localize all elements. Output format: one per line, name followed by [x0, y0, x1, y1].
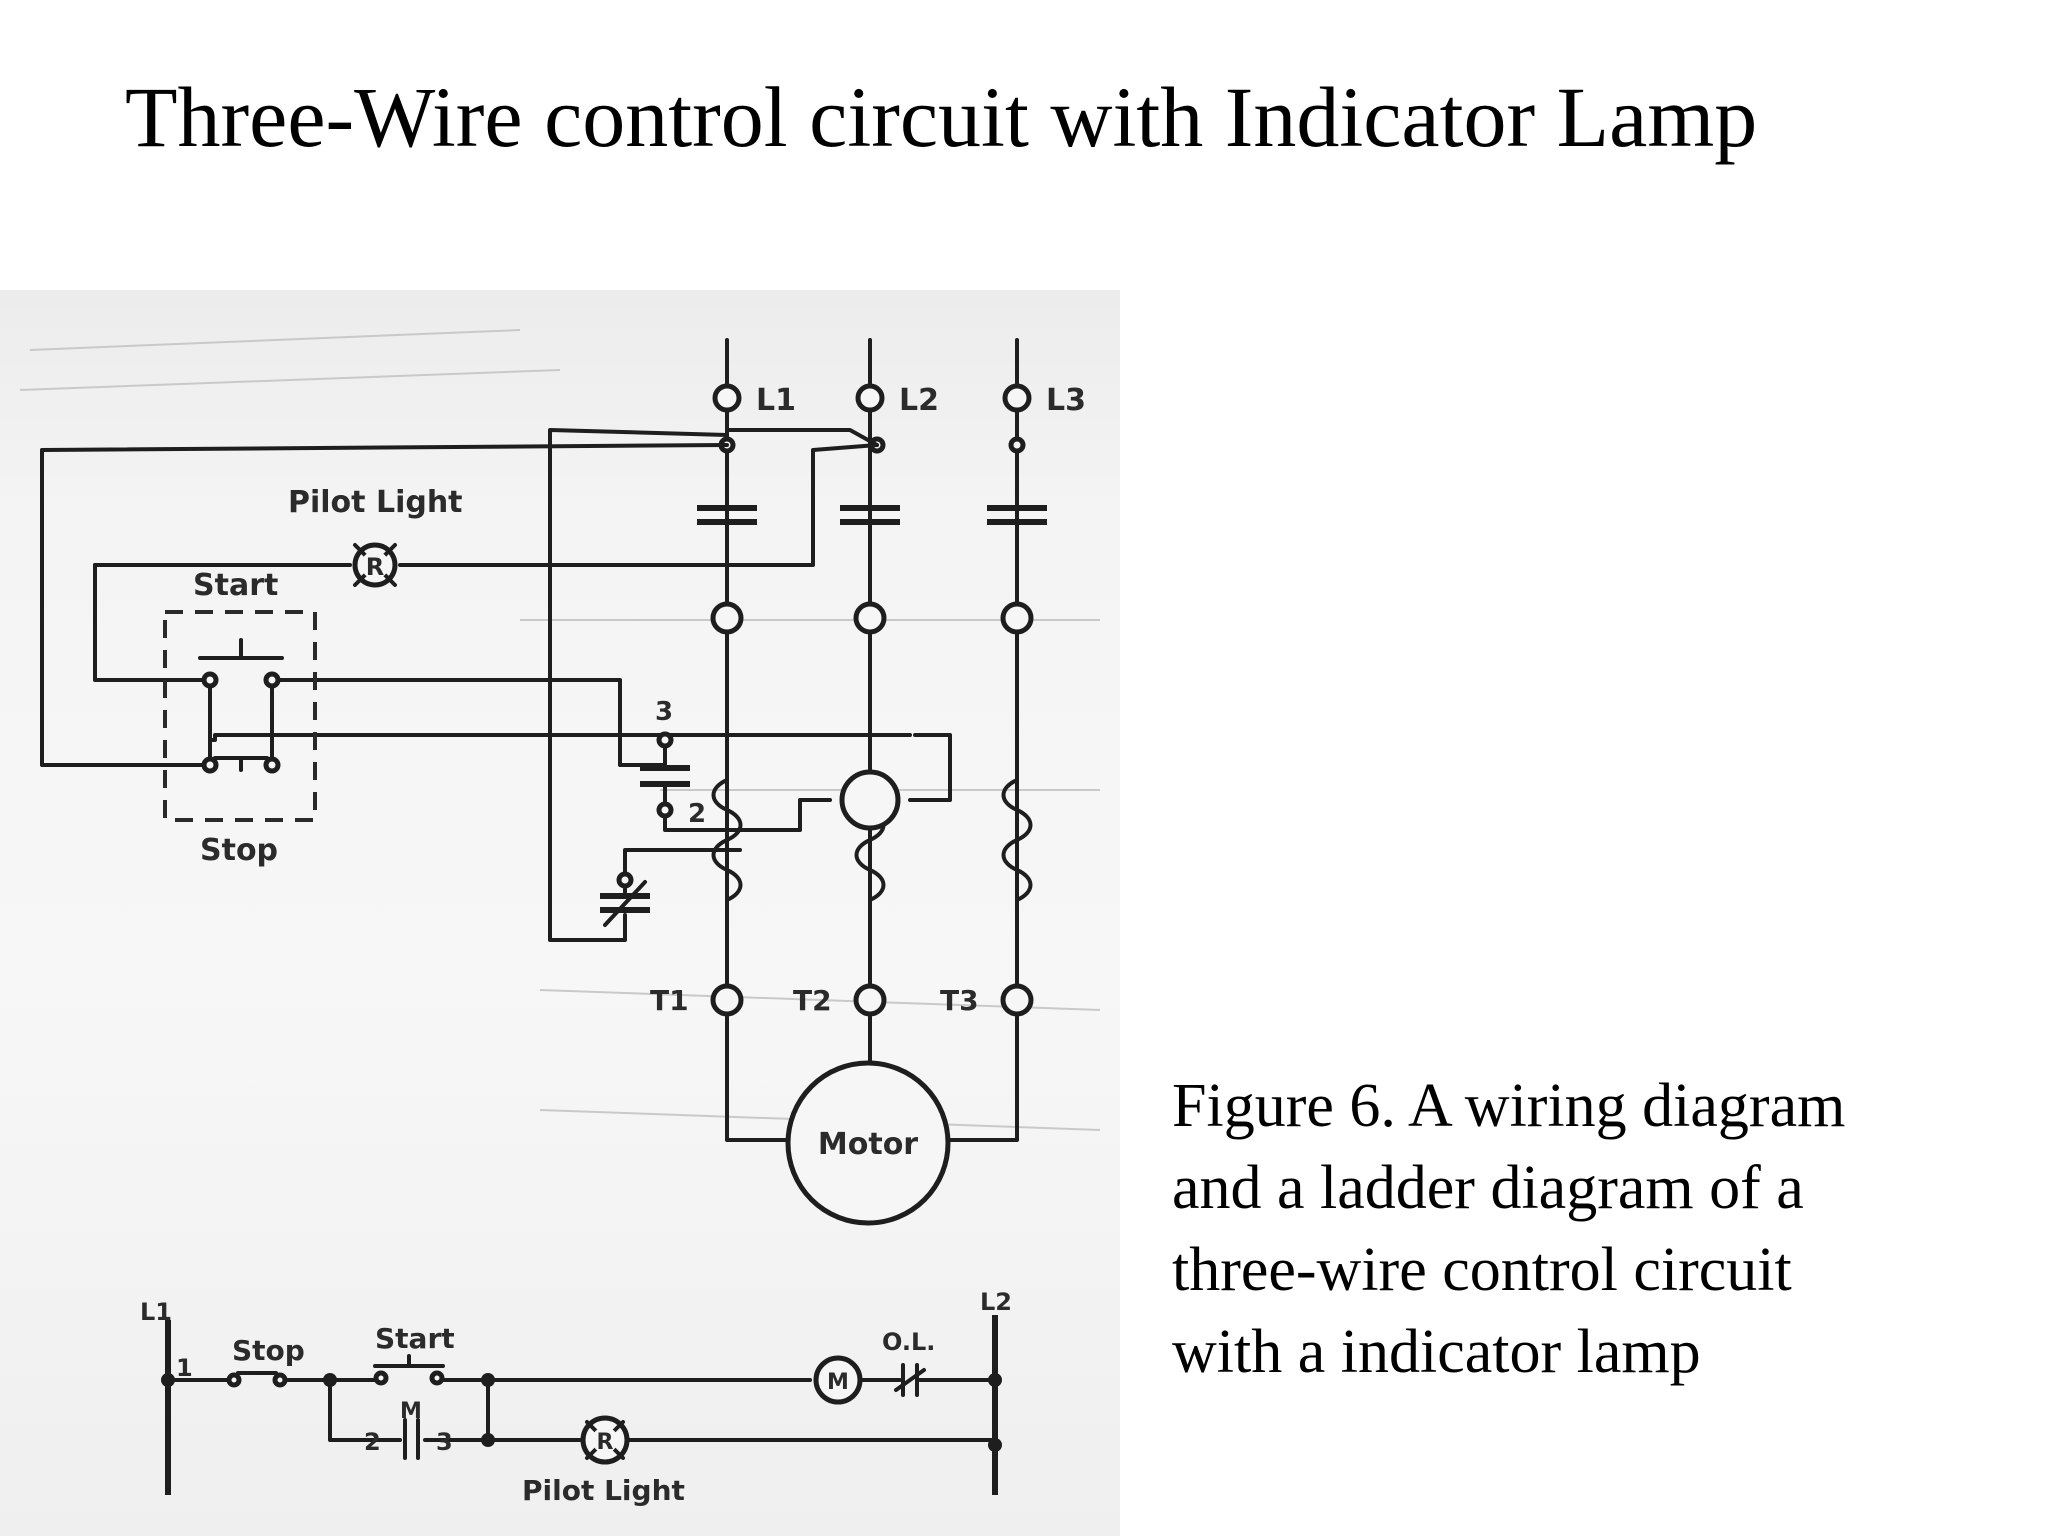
label-contact-3: 3 — [655, 697, 673, 727]
ladder-label-stop: Stop — [232, 1334, 305, 1367]
power-line-l3 — [987, 338, 1047, 1022]
ladder-label-pilot-light: Pilot Light — [522, 1474, 685, 1507]
ladder-label-wire-3: 3 — [436, 1428, 453, 1456]
slide-title: Three-Wire control circuit with Indicato… — [125, 69, 1758, 165]
figure-caption: Figure 6. A wiring diagram and a ladder … — [1172, 1065, 1972, 1393]
ladder-coil-letter: M — [827, 1370, 849, 1395]
aux-contact-3-2 — [640, 731, 690, 819]
label-pilot-light: Pilot Light — [288, 485, 463, 520]
contactor-coil — [839, 769, 901, 831]
ladder-label-aux-m: M — [400, 1399, 422, 1424]
ladder-label-overload: O.L. — [882, 1328, 935, 1356]
ladder-label-wire-1: 1 — [176, 1354, 193, 1382]
wiring-and-ladder-diagram: L1 L2 L3 — [19, 329, 1101, 1507]
ladder-lamp-letter: R — [597, 1430, 614, 1455]
ladder-label-l2: L2 — [980, 1288, 1012, 1316]
ladder-label-l1: L1 — [140, 1298, 172, 1326]
label-stop: Stop — [200, 833, 278, 868]
start-stop-station — [163, 610, 317, 822]
motor-symbol: Motor — [725, 1012, 1019, 1226]
overload-contact — [600, 871, 650, 927]
label-l3: L3 — [1046, 383, 1086, 418]
control-wiring — [40, 428, 952, 942]
ladder-label-start: Start — [375, 1322, 455, 1355]
motor-label: Motor — [818, 1127, 918, 1162]
power-line-l1 — [697, 338, 757, 1022]
label-start: Start — [193, 568, 278, 603]
label-l2: L2 — [899, 383, 939, 418]
pilot-lamp-letter: R — [366, 553, 384, 581]
label-t3: T3 — [940, 984, 979, 1017]
ladder-diagram: M R — [161, 1315, 1002, 1495]
ladder-label-wire-2: 2 — [364, 1428, 381, 1456]
pilot-lamp-symbol: R — [352, 542, 398, 588]
label-t2: T2 — [793, 984, 832, 1017]
caption-line-2: and a ladder diagram of a — [1172, 1154, 1804, 1222]
caption-line-3: three-wire control circuit — [1172, 1236, 1792, 1304]
label-t1: T1 — [650, 984, 689, 1017]
label-contact-2: 2 — [688, 799, 706, 829]
caption-line-4: with a indicator lamp — [1172, 1318, 1701, 1386]
power-line-l2 — [840, 338, 900, 1022]
circuit-figure-photo: L1 L2 L3 — [0, 290, 1120, 1536]
label-l1: L1 — [756, 383, 796, 418]
caption-line-1: Figure 6. A wiring diagram — [1172, 1072, 1846, 1140]
